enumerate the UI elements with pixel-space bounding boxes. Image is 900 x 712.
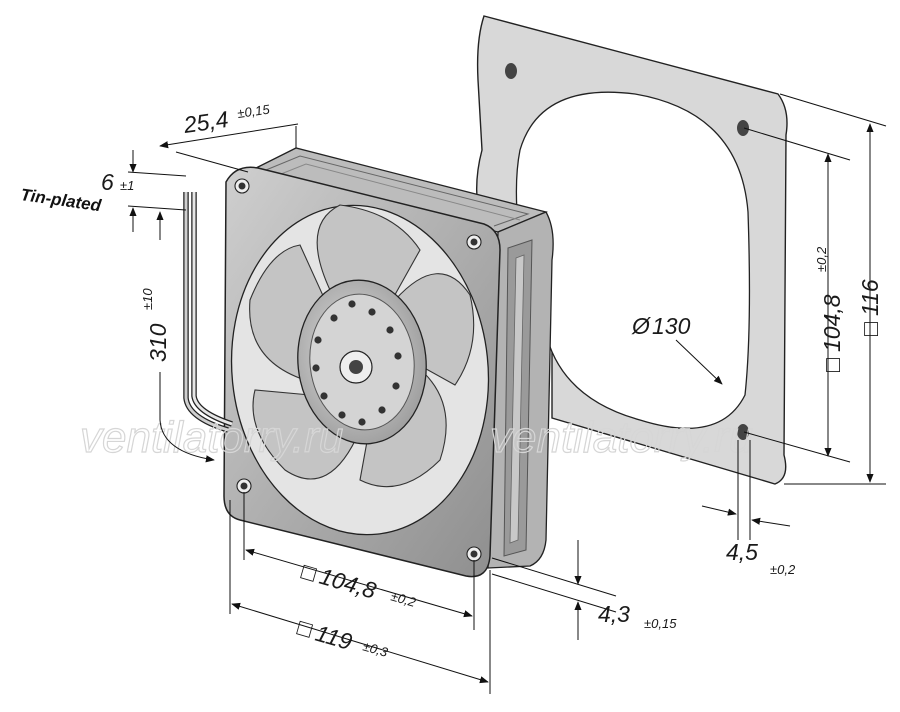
dim-gasket-size bbox=[779, 93, 887, 485]
label-front-pitch-tol: ±0,2 bbox=[389, 588, 418, 610]
label-gasket-size: 116 bbox=[857, 279, 883, 316]
label-cable-length: 310 bbox=[145, 323, 171, 362]
fan-hub bbox=[297, 279, 427, 445]
label-cable-strip: 6 bbox=[101, 169, 114, 195]
gasket-hole-bottom-right bbox=[737, 424, 749, 440]
label-hole-dia: 4,5 bbox=[726, 539, 758, 565]
label-gasket-pitch-tol: ±0,2 bbox=[814, 246, 829, 272]
dim-hole-dia bbox=[701, 440, 791, 540]
label-gasket-size-symbol: □ bbox=[857, 322, 883, 336]
dim-cable-strip bbox=[127, 150, 187, 232]
watermark-right: ventilatorry.ru bbox=[490, 413, 753, 462]
dim-gasket-pitch bbox=[743, 127, 851, 463]
label-cable-strip-tol: ±1 bbox=[120, 178, 134, 193]
label-flange-tol: ±0,15 bbox=[644, 616, 677, 631]
label-frame-size: 119 bbox=[313, 620, 356, 655]
label-gasket-pitch-symbol: □ bbox=[819, 358, 845, 372]
label-front-pitch: 104,8 bbox=[317, 563, 380, 604]
dim-flange bbox=[491, 540, 617, 640]
label-flange: 4,3 bbox=[598, 601, 630, 627]
label-frame-size-tol: ±0,3 bbox=[361, 638, 390, 660]
label-cutout-symbol: Ø bbox=[631, 313, 651, 339]
label-depth: 25,4 bbox=[181, 106, 230, 138]
label-depth-tol: ±0,15 bbox=[236, 101, 271, 120]
label-front-pitch-symbol: □ bbox=[299, 558, 320, 587]
label-hole-dia-tol: ±0,2 bbox=[770, 562, 796, 577]
label-cutout: 130 bbox=[652, 313, 691, 339]
dim-depth bbox=[159, 123, 299, 173]
label-gasket-pitch: 104,8 bbox=[819, 294, 845, 352]
dim-cable-length bbox=[156, 211, 215, 463]
dim-cutout bbox=[675, 339, 723, 385]
gasket-hole-top-right bbox=[737, 120, 749, 136]
label-tin-plated: Tin-plated bbox=[19, 185, 102, 215]
watermark-left: ventilatorry.ru bbox=[80, 413, 343, 462]
dim-frame-size bbox=[229, 500, 491, 694]
cable bbox=[183, 192, 233, 433]
fan-blades bbox=[249, 204, 475, 488]
label-cable-length-tol: ±10 bbox=[140, 288, 155, 310]
gasket-hole-top-left bbox=[505, 63, 517, 79]
